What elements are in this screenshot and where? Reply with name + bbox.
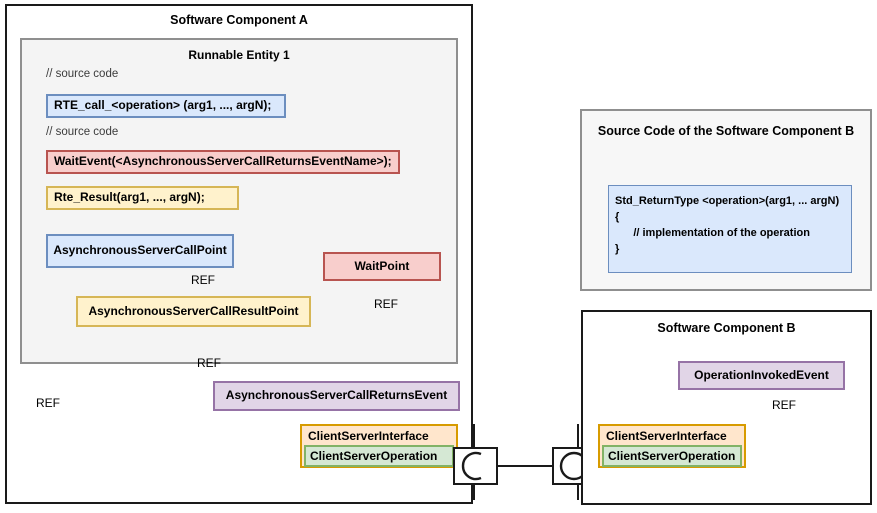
ref-label-callpoint-operation: REF xyxy=(36,396,60,410)
rte-result-statement: Rte_Result(arg1, ..., argN); xyxy=(46,186,239,210)
client-server-interface-b: ClientServerInterface ClientServerOperat… xyxy=(598,424,746,468)
source-code-comment-1: // source code xyxy=(46,68,119,80)
runnable-entity-title: Runnable Entity 1 xyxy=(188,48,290,62)
ref-label-returnsevent-resultpoint: REF xyxy=(197,356,221,370)
component-b-title: Software Component B xyxy=(657,321,796,335)
source-code-panel-title: Source Code of the Software Component B xyxy=(597,124,855,138)
ref-label-invokedevent-operation: REF xyxy=(772,398,796,412)
component-a-title: Software Component A xyxy=(170,13,308,27)
operation-invoked-event: OperationInvokedEvent xyxy=(678,361,845,390)
interface-a-operation: ClientServerOperation xyxy=(304,445,454,467)
source-code-block: Std_ReturnType <operation>(arg1, ... arg… xyxy=(608,185,852,273)
software-component-b: Software Component B xyxy=(581,310,872,505)
source-code-comment-2: // source code xyxy=(46,126,119,138)
async-server-call-result-point: AsynchronousServerCallResultPoint xyxy=(76,296,311,327)
required-port-icon xyxy=(461,451,482,481)
async-server-call-returns-event: AsynchronousServerCallReturnsEvent xyxy=(213,381,460,411)
interface-a-name: ClientServerInterface xyxy=(308,429,429,443)
interface-b-operation: ClientServerOperation xyxy=(602,445,742,467)
async-server-call-point: AsynchronousServerCallPoint xyxy=(46,234,234,268)
required-port-a[interactable] xyxy=(453,447,498,485)
ref-label-waitpoint-returnsevent: REF xyxy=(374,297,398,311)
ref-label-resultpoint-callpoint: REF xyxy=(191,273,215,287)
interface-b-name: ClientServerInterface xyxy=(606,429,727,443)
rte-call-statement: RTE_call_<operation> (arg1, ..., argN); xyxy=(46,94,286,118)
client-server-interface-a: ClientServerInterface ClientServerOperat… xyxy=(300,424,458,468)
wait-event-statement: WaitEvent(<AsynchronousServerCallReturns… xyxy=(46,150,400,174)
wait-point: WaitPoint xyxy=(323,252,441,281)
